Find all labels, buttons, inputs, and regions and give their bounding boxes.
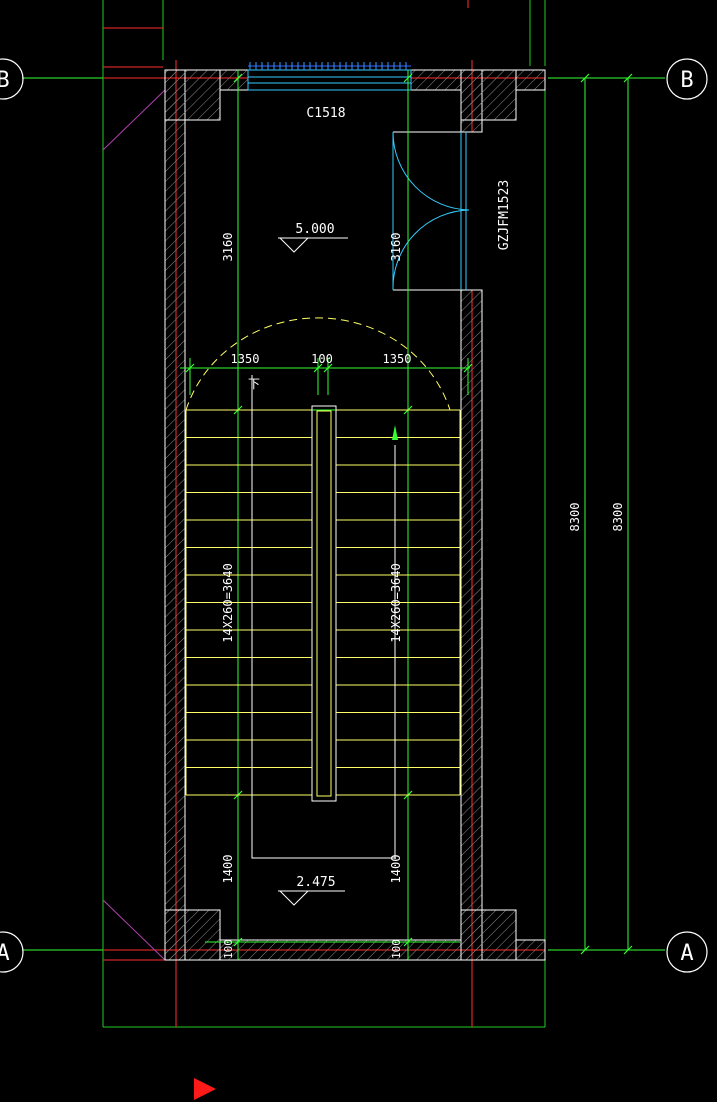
- wall-dim-right: 100: [390, 939, 403, 959]
- down-mark: 下: [248, 377, 260, 391]
- dim-tick: [313, 363, 323, 373]
- window-tag: C1518: [306, 106, 345, 121]
- walls: [164, 69, 546, 961]
- level-marker-lower: [278, 890, 345, 906]
- door-tag: GZJFM1523: [497, 180, 512, 250]
- dim-tick: [403, 937, 413, 947]
- dim-tick: [580, 73, 590, 83]
- grid-label-top-left: B: [0, 68, 10, 93]
- grid-bubble-bottom-left: [0, 931, 24, 973]
- landing-dim-left: 3160: [221, 233, 235, 262]
- width-mid-label: 100: [311, 352, 333, 366]
- landing-arc: [185, 317, 451, 411]
- bottom-dim-left: 1400: [221, 855, 235, 884]
- magenta-guides: [102, 89, 166, 961]
- overall-dim-2: 8300: [611, 503, 625, 532]
- door: [392, 131, 482, 291]
- dim-tick: [580, 945, 590, 955]
- dim-tick: [403, 73, 413, 83]
- landing-dim-right: 3160: [389, 233, 403, 262]
- wall-dim-left: 100: [222, 939, 235, 959]
- handrail: [311, 405, 337, 802]
- dim-tick: [623, 945, 633, 955]
- grid-label-bottom-left: A: [0, 941, 10, 966]
- window: [247, 65, 412, 91]
- flight-left-label: 14X260=3640: [221, 563, 235, 642]
- dim-tick: [463, 363, 473, 373]
- grid-bubble-bottom-right: [666, 931, 708, 973]
- grid-bubble-top-left: [0, 58, 24, 100]
- dim-tick: [185, 363, 195, 373]
- lower-level-label: 2.475: [296, 875, 335, 890]
- bottom-dim-right: 1400: [389, 855, 403, 884]
- level-marker-upper: [278, 237, 348, 253]
- overall-dim-1: 8300: [568, 503, 582, 532]
- dim-tick: [623, 73, 633, 83]
- outer-frame: [102, 0, 546, 1028]
- dimension-lines: [22, 70, 665, 960]
- window-ticks: [249, 62, 407, 70]
- grid-bubbles: [0, 58, 708, 973]
- width-right-label: 1350: [383, 352, 412, 366]
- dim-tick: [233, 937, 243, 947]
- width-left-label: 1350: [231, 352, 260, 366]
- dimension-ticks: [185, 73, 633, 955]
- stair-treads: [186, 409, 460, 796]
- grid-bubble-top-right: [666, 58, 708, 100]
- walk-line: [251, 375, 396, 859]
- up-arrow-icon: [392, 425, 398, 440]
- play-triangle-icon[interactable]: [194, 1078, 216, 1100]
- dim-tick: [323, 363, 333, 373]
- dim-tick: [233, 73, 243, 83]
- flight-right-label: 14X260=3640: [389, 563, 403, 642]
- grid-label-top-right: B: [680, 68, 693, 93]
- upper-level-label: 5.000: [295, 222, 334, 237]
- grid-label-bottom-right: A: [680, 941, 693, 966]
